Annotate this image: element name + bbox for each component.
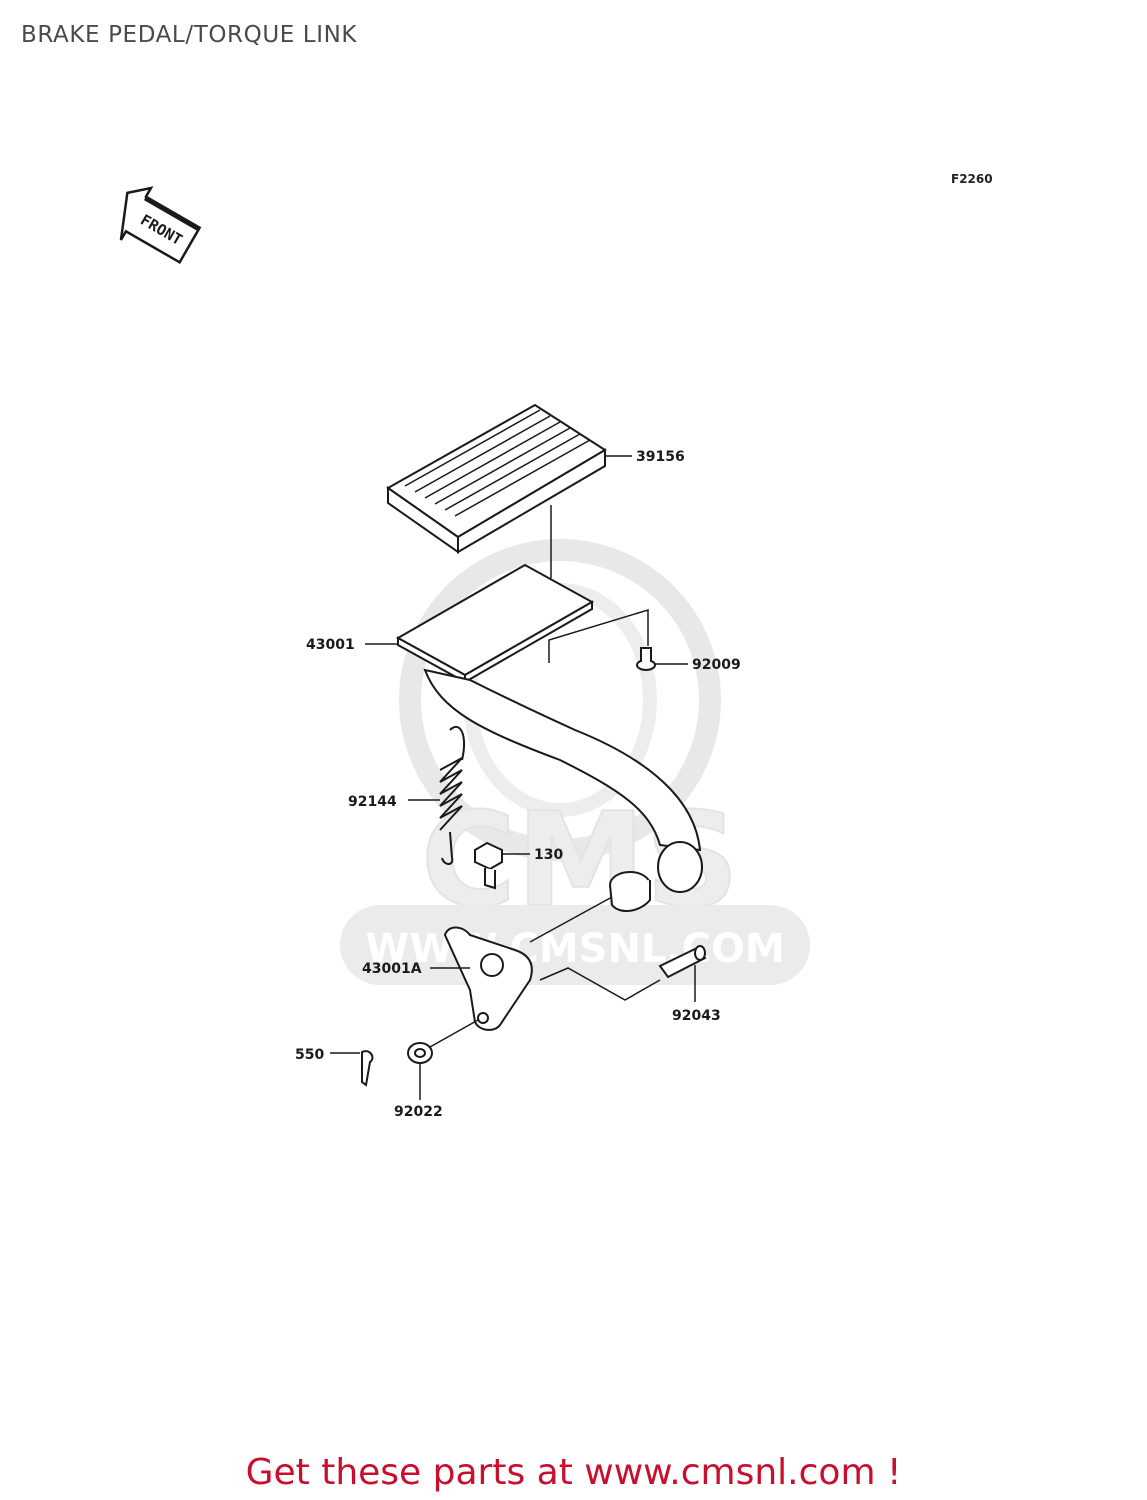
part-label-130: 130 (534, 847, 563, 863)
rubber-pad (386, 403, 607, 554)
part-label-43001A: 43001A (362, 961, 422, 977)
brake-pedal-arm (395, 563, 703, 912)
part-label-550: 550 (295, 1047, 324, 1063)
pin-92043 (658, 945, 707, 979)
part-label-92144: 92144 (348, 794, 397, 810)
spring (439, 725, 466, 865)
page-title: BRAKE PEDAL/TORQUE LINK (21, 22, 358, 48)
cotter-pin (361, 1050, 374, 1087)
washer (407, 1042, 433, 1064)
front-arrow-icon: FRONT (119, 186, 202, 265)
footer-link[interactable]: Get these parts at www.cmsnl.com ! (245, 1452, 902, 1493)
part-label-92043: 92043 (672, 1008, 721, 1024)
part-label-39156: 39156 (636, 449, 685, 465)
part-label-92009: 92009 (692, 657, 741, 673)
leader-lines (330, 455, 696, 1100)
part-label-43001: 43001 (306, 637, 355, 653)
torque-link (443, 926, 533, 1031)
watermark-url: WWW.CMSNL.COM (365, 926, 785, 972)
bolt-130 (474, 841, 503, 890)
bolt-92009 (636, 647, 656, 671)
part-label-92022: 92022 (394, 1104, 443, 1120)
figure-code: F2260 (951, 172, 993, 186)
